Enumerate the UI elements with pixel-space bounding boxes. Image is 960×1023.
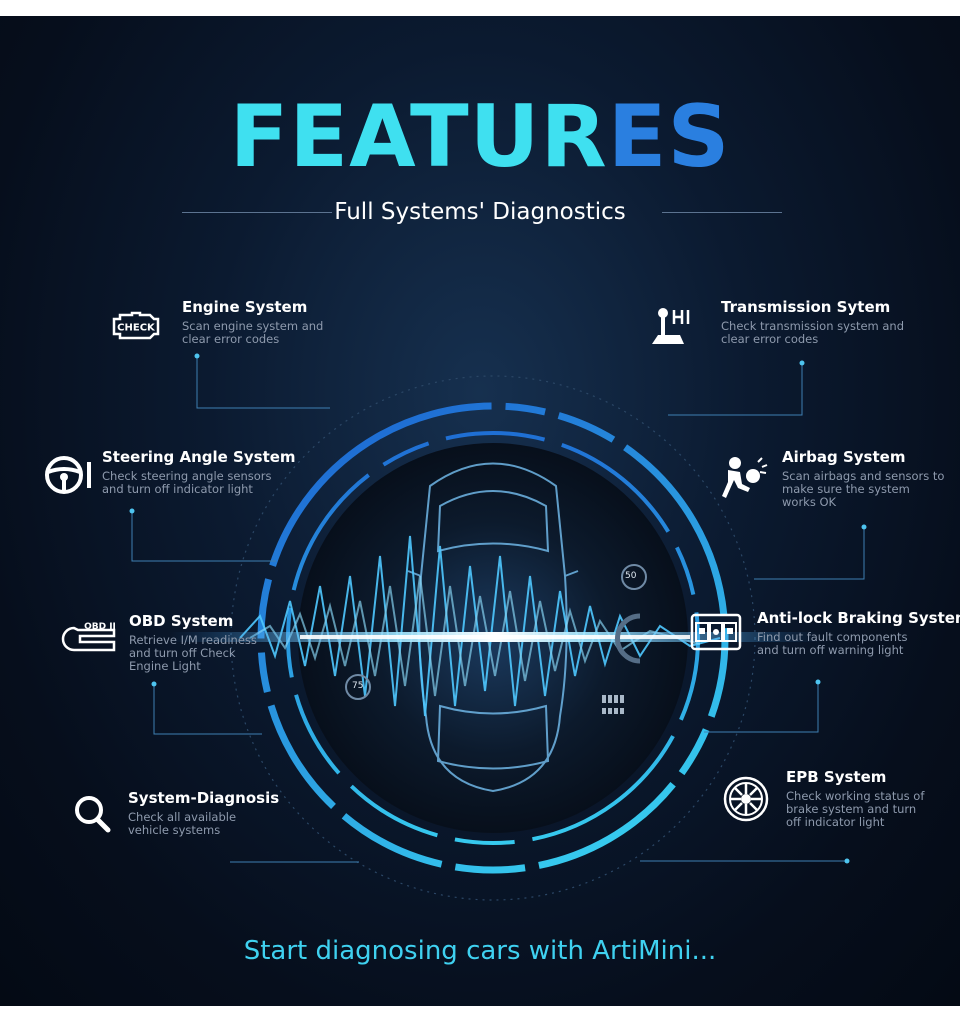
hud-gauge-bottom — [345, 674, 371, 700]
feature-epb-desc: Check working status of brake system and… — [786, 789, 925, 829]
connector-lines — [131, 356, 865, 863]
feature-engine-title: Engine System — [182, 298, 308, 316]
subtitle: Full Systems' Diagnostics — [334, 199, 626, 225]
hud-gauge-top — [621, 564, 647, 590]
connector-dots — [129, 353, 867, 864]
title-part-cyan: FEATUR — [229, 87, 608, 187]
subtitle-row: Full Systems' Diagnostics — [0, 196, 960, 228]
outer-arc-ring — [257, 402, 729, 874]
check-icon-label: CHECK — [117, 323, 156, 334]
feature-airbag-desc: Scan airbags and sensors to make sure th… — [782, 469, 945, 509]
abs-brake-icon — [690, 612, 742, 652]
feature-epb-title: EPB System — [786, 768, 887, 786]
inner-arc-ring — [286, 431, 700, 845]
feature-obd-desc: Retrieve I/M readiness and turn off Chec… — [129, 633, 257, 673]
hud-arc — [615, 613, 641, 664]
feature-transmission-desc: Check transmission system and clear erro… — [721, 319, 905, 346]
feature-diagnosis-desc: Check all available vehicle systems — [128, 810, 237, 837]
feature-airbag: Airbag System Scan airbags and sensors t… — [782, 448, 944, 509]
feature-diagnosis-title: System-Diagnosis — [128, 789, 280, 807]
obd-wrench-icon: OBD II — [60, 622, 120, 656]
obd-icon-label: OBD II — [84, 622, 116, 632]
feature-obd: OBD System Retrieve I/M readiness and tu… — [129, 612, 257, 673]
subtitle-line-right — [662, 212, 782, 213]
feature-abs-title: Anti-lock Braking System — [757, 609, 960, 627]
epb-wheel-icon — [721, 774, 771, 824]
feature-transmission-title: Transmission Sytem — [721, 298, 891, 316]
feature-engine: Engine System Scan engine system and cle… — [182, 298, 323, 346]
feature-airbag-title: Airbag System — [782, 448, 906, 466]
page-title: FEATURES — [0, 94, 960, 180]
feature-transmission: Transmission Sytem Check transmission sy… — [721, 298, 904, 346]
feature-abs: Anti-lock Braking System Find out fault … — [757, 609, 960, 657]
steering-wheel-icon — [44, 454, 96, 496]
check-engine-icon: CHECK — [110, 310, 162, 340]
feature-engine-desc: Scan engine system and clear error codes — [182, 319, 324, 346]
gear-shift-icon — [650, 306, 696, 346]
subtitle-line-left — [182, 212, 332, 213]
hud-speed-bottom: 75 — [352, 681, 364, 691]
footer-tagline: Start diagnosing cars with ArtiMini... — [243, 936, 717, 966]
hud-bars — [602, 695, 624, 714]
features-banner: 50 75 FEATURES Full Systems' Diagnostics… — [0, 16, 960, 1006]
feature-obd-title: OBD System — [129, 612, 234, 630]
feature-steering-title: Steering Angle System — [102, 448, 296, 466]
title-part-blue: ES — [607, 87, 731, 187]
feature-steering: Steering Angle System Check steering ang… — [102, 448, 296, 496]
feature-abs-desc: Find out fault components and turn off w… — [757, 630, 908, 657]
magnifier-icon — [72, 793, 114, 835]
center-car-graphic — [129, 353, 867, 901]
airbag-icon — [720, 454, 770, 502]
feature-steering-desc: Check steering angle sensors and turn of… — [102, 469, 272, 496]
feature-epb: EPB System Check working status of brake… — [786, 768, 924, 829]
hud-speed-top: 50 — [625, 571, 637, 581]
feature-diagnosis: System-Diagnosis Check all available veh… — [128, 789, 279, 837]
